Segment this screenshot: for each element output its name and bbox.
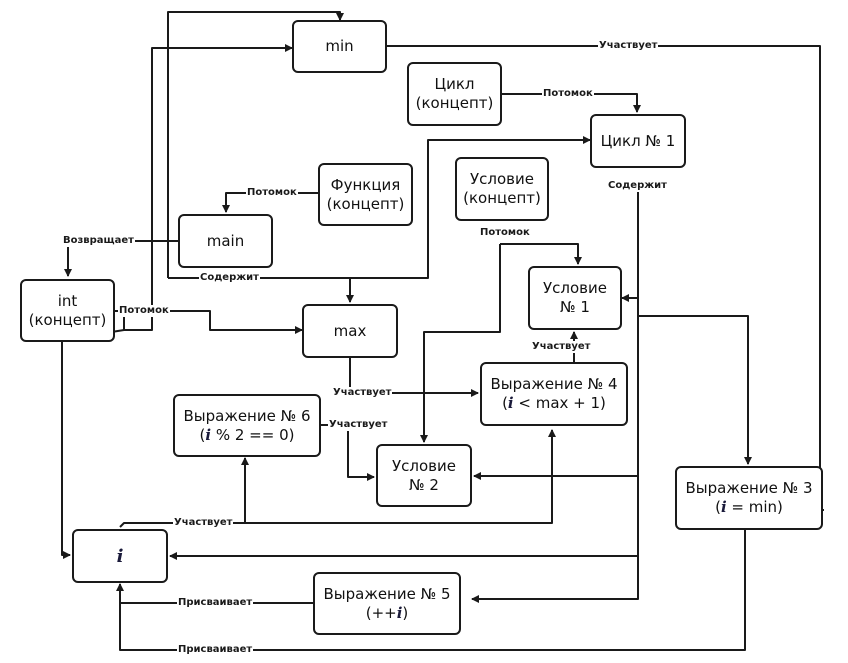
edge-int-to-min (123, 44, 293, 331)
node-condition-concept[interactable]: Условие (концепт) (455, 157, 549, 221)
edge-label-i-participates: Участвует (173, 517, 234, 529)
node-function-concept-line1: Функция (330, 175, 401, 194)
edge-label-expr5-assigns: Присваивает (177, 597, 254, 609)
edge-label-cycle-descendant: Потомок (542, 88, 594, 100)
node-expr5-line2: (++i) (366, 604, 409, 623)
node-expr3-line1: Выражение № 3 (685, 479, 813, 497)
node-condition1[interactable]: Условие № 1 (528, 266, 622, 330)
node-main-label: main (206, 231, 245, 250)
edge-label-main-returns: Возвращает (62, 235, 135, 247)
node-max[interactable]: max (302, 304, 398, 358)
expr6-suffix: % 2 == 0) (211, 425, 295, 444)
var-i-glyph: i (396, 603, 403, 622)
edge-label-condition-descendant: Потомок (479, 227, 531, 239)
node-min-label: min (325, 37, 354, 55)
node-condition-concept-line1: Условие (470, 170, 534, 188)
node-int-concept[interactable]: int (концепт) (20, 279, 115, 342)
node-condition2-line1: Условие (392, 456, 456, 475)
node-condition-concept-line2: (концепт) (463, 189, 541, 207)
node-min[interactable]: min (292, 20, 387, 73)
edge-label-expr6-participates: Участвует (328, 419, 389, 431)
edge-label-expr3-assigns: Присваивает (177, 644, 254, 656)
node-expr4[interactable]: Выражение № 4 (i < max + 1) (480, 362, 628, 426)
node-cycle1[interactable]: Цикл № 1 (590, 114, 686, 168)
edge-main-contains-cycle1 (168, 136, 591, 279)
expr4-suffix: < max + 1) (513, 394, 606, 412)
node-expr3-line2: (i = min) (715, 498, 783, 517)
node-main[interactable]: main (178, 214, 273, 268)
edge-label-function-descendant: Потомок (246, 187, 298, 199)
node-condition1-line1: Условие (543, 279, 607, 297)
node-var-i[interactable]: i (72, 529, 168, 583)
edge-main-contains-min (167, 11, 344, 278)
node-cycle-concept-line2: (концепт) (415, 94, 494, 112)
node-expr3[interactable]: Выражение № 3 (i = min) (675, 466, 823, 530)
node-expr6[interactable]: Выражение № 6 (i % 2 == 0) (173, 394, 321, 457)
edge-i-participates (119, 429, 556, 528)
edge-condition-descendant-1 (500, 243, 582, 265)
var-i-glyph: i (507, 394, 514, 412)
node-int-concept-line1: int (57, 291, 78, 310)
edge-cycle1-contains (471, 180, 639, 603)
node-function-concept[interactable]: Функция (концепт) (318, 163, 413, 226)
node-expr4-line2: (i < max + 1) (502, 394, 606, 413)
var-i-glyph: i (205, 425, 212, 444)
node-cycle-concept[interactable]: Цикл (концепт) (407, 62, 502, 126)
node-condition2-line2: № 2 (409, 475, 439, 494)
node-expr4-line1: Выражение № 4 (490, 375, 618, 393)
node-int-concept-line2: (концепт) (28, 310, 107, 329)
var-i-glyph: i (116, 545, 124, 567)
edge-cycle1-to-expr3 (638, 315, 752, 465)
edge-condition-descendant-2 (420, 244, 501, 443)
node-cycle-concept-line1: Цикл (434, 75, 475, 93)
node-cycle1-label: Цикл № 1 (600, 131, 676, 150)
edge-label-max-participates: Участвует (332, 387, 393, 399)
edge-label-expr4-participates: Участвует (531, 341, 592, 353)
node-max-label: max (333, 321, 367, 340)
node-expr5[interactable]: Выражение № 5 (++i) (313, 572, 461, 635)
node-function-concept-line2: (концепт) (326, 194, 405, 213)
expr6-prefix: ( (199, 425, 206, 444)
node-expr6-line2: (i % 2 == 0) (200, 426, 295, 445)
node-condition1-line2: № 1 (560, 298, 590, 316)
edge-label-int-descendant: Потомок (118, 305, 170, 317)
expr3-prefix: ( (715, 498, 721, 516)
node-condition2[interactable]: Условие № 2 (376, 444, 472, 507)
expr5-prefix: (++ (365, 603, 397, 622)
edge-label-main-contains: Содержит (199, 272, 260, 284)
edge-expr6-participates (321, 424, 375, 481)
edge-expr3-assigns (119, 530, 746, 651)
expr3-suffix: = min) (726, 498, 783, 516)
edge-label-cycle1-contains: Содержит (607, 180, 668, 192)
node-expr5-line1: Выражение № 5 (323, 584, 451, 603)
node-expr6-line1: Выражение № 6 (183, 406, 311, 425)
edge-int-to-i (61, 329, 125, 559)
var-i-glyph: i (720, 498, 727, 516)
expr4-prefix: ( (502, 394, 508, 412)
edge-label-min-participates: Участвует (598, 40, 659, 52)
expr5-suffix: ) (402, 603, 409, 622)
